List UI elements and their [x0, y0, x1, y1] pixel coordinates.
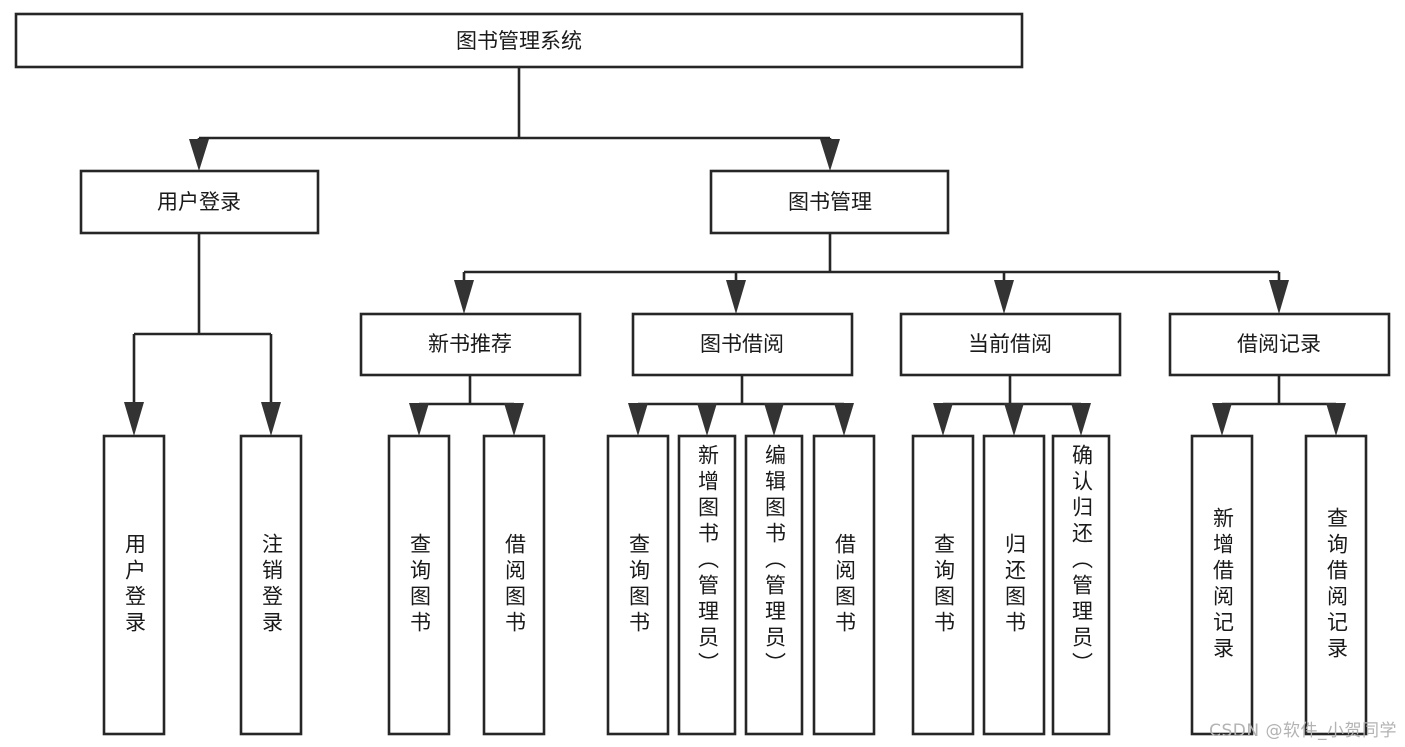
leaf-user-login-text-area: 用户登录: [122, 533, 147, 637]
leaf-add-book-box[interactable]: [677, 434, 737, 736]
arrow-head-leaf-add-record: [1212, 403, 1232, 436]
leaf-query-book-1-text-area: 查询图书: [407, 533, 432, 637]
node-user-login-label: 用户登录: [157, 190, 241, 214]
node-root-box[interactable]: [14, 12, 1024, 69]
leaf-borrow-book-2-text-area: 借阅图书: [832, 533, 857, 637]
node-root[interactable]: 图书管理系统: [14, 12, 1024, 69]
arrow-head-leaf-add-book: [697, 403, 717, 436]
arrow-head-leaf-logout: [261, 402, 281, 436]
arrow-head-leaf-confirm-return: [1071, 403, 1091, 436]
leaf-user-login-label: 用户登录: [122, 533, 147, 637]
arrow-head-book-manage: [820, 139, 840, 171]
leaf-borrow-book-1-box[interactable]: [482, 434, 546, 736]
leaf-query-record-label: 查询借阅记录: [1324, 507, 1349, 663]
connector-group-book-manage: [454, 233, 1289, 314]
node-new-book-recommend-label: 新书推荐: [428, 332, 512, 356]
leaf-borrow-book-1-text-area: 借阅图书: [502, 533, 527, 637]
arrow-head-leaf-query-record: [1326, 403, 1346, 436]
node-current-borrow[interactable]: 当前借阅: [899, 312, 1122, 377]
leaf-confirm-return-label: 确认归还（管理员）: [1069, 444, 1094, 678]
leaf-add-record-label: 新增借阅记录: [1210, 507, 1235, 663]
node-current-borrow-box[interactable]: [899, 312, 1122, 377]
leaf-return-book-text-area: 归还图书: [1002, 533, 1027, 637]
node-borrow-record-label: 借阅记录: [1237, 332, 1321, 356]
leaf-query-book-1-label: 查询图书: [407, 533, 432, 637]
leaf-query-book-2-box[interactable]: [606, 434, 670, 736]
node-book-manage[interactable]: 图书管理: [709, 169, 950, 235]
leaf-query-book-1-box[interactable]: [387, 434, 451, 736]
leaf-node-group: 用户登录 注销登录 查询图书 借阅图书: [102, 434, 1368, 736]
connector-group-user-login: [124, 233, 281, 436]
arrow-head-borrow-record: [1269, 280, 1289, 314]
connector-group-new-book-recommend: [409, 375, 524, 436]
node-new-book-recommend[interactable]: 新书推荐: [359, 312, 582, 377]
leaf-borrow-book-2-box[interactable]: [812, 434, 876, 736]
leaf-query-book-2-text-area: 查询图书: [626, 533, 651, 637]
leaf-add-book-text-area: 新增图书（管理员）: [695, 444, 720, 678]
leaf-edit-book-box[interactable]: [744, 434, 804, 736]
leaf-logout-text-area: 注销登录: [259, 533, 284, 637]
leaf-borrow-book-1-label: 借阅图书: [502, 533, 527, 637]
arrow-head-leaf-borrow-book-1: [504, 403, 524, 436]
leaf-logout-box[interactable]: [239, 434, 303, 736]
csdn-watermark: CSDN @软件_小贺同学: [1209, 721, 1397, 741]
node-new-book-recommend-box[interactable]: [359, 312, 582, 377]
arrow-head-leaf-borrow-book-2: [834, 403, 854, 436]
arrow-head-current-borrow: [994, 280, 1014, 314]
arrow-head-leaf-query-book-1: [409, 403, 429, 436]
arrow-head-book-borrow: [726, 280, 746, 314]
arrow-head-new-book-recommend: [454, 280, 474, 314]
leaf-confirm-return-text-area: 确认归还（管理员）: [1069, 444, 1094, 678]
arrow-head-leaf-return-book: [1004, 403, 1024, 436]
node-current-borrow-label: 当前借阅: [968, 332, 1052, 356]
connector-group-borrow-record: [1212, 375, 1346, 436]
leaf-query-book-3-box[interactable]: [911, 434, 975, 736]
arrow-head-leaf-query-book-2: [628, 403, 648, 436]
leaf-query-record-text-area: 查询借阅记录: [1324, 507, 1349, 663]
leaf-user-login-box[interactable]: [102, 434, 166, 736]
node-borrow-record-box[interactable]: [1168, 312, 1391, 377]
leaf-return-book-label: 归还图书: [1002, 533, 1027, 637]
leaf-edit-book-text-area: 编辑图书（管理员）: [762, 444, 787, 678]
connector-group-root: [189, 67, 840, 171]
leaf-query-book-2-label: 查询图书: [626, 533, 651, 637]
leaf-query-book-3-text-area: 查询图书: [931, 533, 956, 637]
leaf-query-book-3-label: 查询图书: [931, 533, 956, 637]
leaf-logout-label: 注销登录: [259, 533, 284, 637]
leaf-borrow-book-2-label: 借阅图书: [832, 533, 857, 637]
node-user-login[interactable]: 用户登录: [79, 169, 320, 235]
node-book-manage-label: 图书管理: [788, 190, 872, 214]
arrow-head-leaf-query-book-3: [933, 403, 953, 436]
leaf-add-book-label: 新增图书（管理员）: [695, 444, 720, 678]
arrow-head-leaf-user-login: [124, 402, 144, 436]
node-root-label: 图书管理系统: [456, 29, 582, 53]
leaf-confirm-return-box[interactable]: [1051, 434, 1111, 736]
connector-group-current-borrow: [933, 375, 1091, 436]
node-book-borrow[interactable]: 图书借阅: [631, 312, 854, 377]
connector-group-book-borrow: [628, 375, 854, 436]
leaf-edit-book-label: 编辑图书（管理员）: [762, 444, 787, 678]
node-book-borrow-label: 图书借阅: [700, 332, 784, 356]
arrow-head-leaf-edit-book: [764, 403, 784, 436]
node-user-login-box[interactable]: [79, 169, 320, 235]
arrow-head-user-login: [189, 139, 209, 171]
node-book-manage-box[interactable]: [709, 169, 950, 235]
leaf-add-record-box[interactable]: [1190, 434, 1254, 736]
node-book-borrow-box[interactable]: [631, 312, 854, 377]
node-borrow-record[interactable]: 借阅记录: [1168, 312, 1391, 377]
leaf-query-record-box[interactable]: [1304, 434, 1368, 736]
leaf-add-record-text-area: 新增借阅记录: [1210, 507, 1235, 663]
leaf-return-book-box[interactable]: [982, 434, 1046, 736]
